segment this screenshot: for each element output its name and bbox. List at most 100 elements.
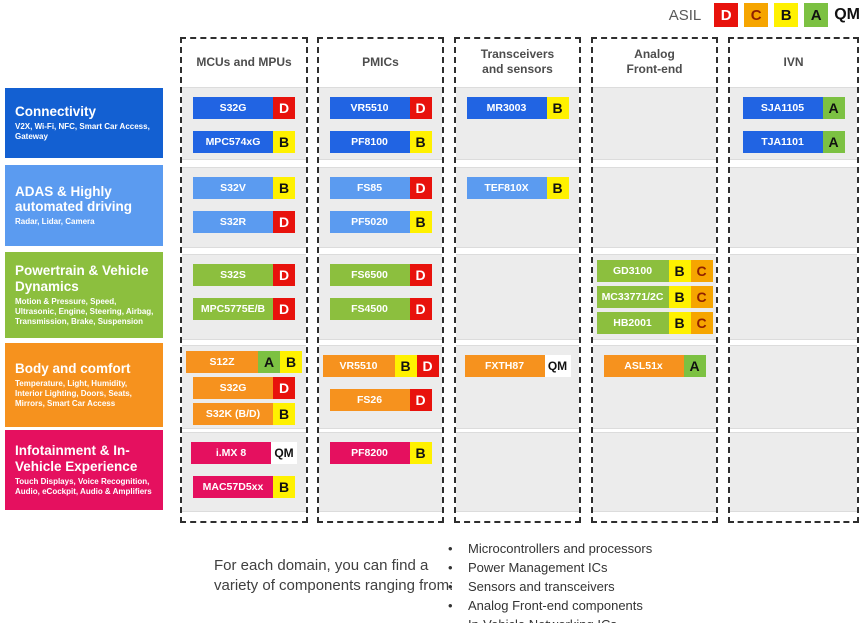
asil-a-badge: A	[804, 3, 829, 27]
chip-label: HB2001	[596, 312, 669, 334]
asil-c-badge: C	[690, 312, 713, 334]
chip-label: ASL51x	[603, 355, 684, 377]
chip-label: S32R	[193, 211, 273, 233]
domain-title: Body and comfort	[15, 360, 131, 376]
asil-b-badge: B	[273, 403, 295, 425]
asil-a-badge: A	[683, 355, 706, 377]
chip-label: MC33771/2C	[596, 286, 669, 308]
chip-label: GD3100	[596, 260, 669, 282]
chip-label: FXTH87	[464, 355, 545, 377]
domain-subtitle: Temperature, Light, Humidity, Interior L…	[15, 379, 132, 409]
asil-b-badge: B	[546, 177, 569, 199]
domain-title: Powertrain & Vehicle Dynamics	[15, 263, 149, 294]
asil-d-badge: D	[409, 298, 432, 320]
asil-c-badge: C	[744, 3, 769, 27]
asil-d-badge: D	[273, 97, 295, 119]
asil-d-badge: D	[409, 264, 432, 286]
footer-bullet: In-Vehicle Networking ICs	[448, 617, 652, 623]
cell-ivn-row4	[730, 345, 857, 429]
cell-transceivers-row3	[456, 254, 579, 340]
asil-b-badge: B	[273, 131, 295, 153]
asil-b-badge: B	[668, 312, 691, 334]
domain-subtitle: Touch Displays, Voice Recognition, Audio…	[15, 476, 152, 496]
footer-bullets: Microcontrollers and processorsPower Man…	[448, 541, 652, 623]
chip-label: TEF810X	[466, 177, 547, 199]
asil-b-badge: B	[280, 351, 302, 373]
asil-d-badge: D	[409, 389, 432, 411]
asil-d-badge: D	[273, 264, 295, 286]
asil-d-badge: D	[273, 298, 295, 320]
cell-ivn-row2	[730, 167, 857, 248]
domain-subtitle: Motion & Pressure, Speed, Ultrasonic, En…	[15, 296, 154, 326]
chip-label: S32V	[193, 177, 273, 199]
chip-label: S32G	[193, 97, 273, 119]
cell-analog-row1	[593, 87, 716, 160]
column-header-pmics: PMICs	[362, 54, 399, 69]
chip-label: VR5510	[329, 97, 410, 119]
asil-c-badge: C	[690, 260, 713, 282]
asil-a-badge: A	[258, 351, 280, 373]
chip-label: S12Z	[186, 351, 258, 373]
asil-b-badge: B	[409, 131, 432, 153]
asil-qm-badge: QM	[271, 442, 297, 464]
column-header-mcus: MCUs and MPUs	[196, 54, 292, 69]
asil-b-badge: B	[409, 211, 432, 233]
chip-s32k-b-d: S32K (B/D)B	[193, 403, 295, 425]
chip-label: TJA1101	[742, 131, 823, 153]
asil-b-badge: B	[546, 97, 569, 119]
asil-d-badge: D	[714, 3, 739, 27]
chip-label: S32S	[193, 264, 273, 286]
asil-c-badge: C	[690, 286, 713, 308]
footer-bullet: Power Management ICs	[448, 560, 652, 576]
chip-label: MAC57D5xx	[193, 476, 273, 498]
asil-d-badge: D	[273, 211, 295, 233]
cell-analog-row5	[593, 432, 716, 512]
asil-b-badge: B	[273, 476, 295, 498]
domain-title: Connectivity	[15, 103, 97, 119]
column-header-analog: Analog Front-end	[626, 47, 683, 76]
column-header-ivn: IVN	[783, 54, 804, 69]
footer-intro: For each domain, you can find a variety …	[214, 557, 454, 594]
